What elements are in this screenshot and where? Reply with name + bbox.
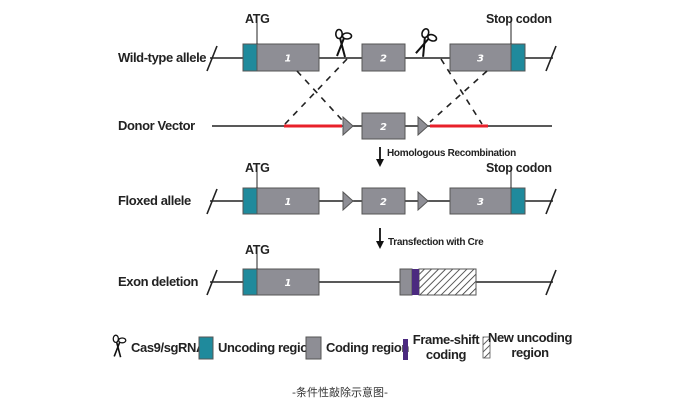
atg-label: ATG: [245, 12, 270, 26]
crossover-dash: [440, 58, 483, 125]
legend-label-uncoding: Uncoding region: [218, 340, 316, 355]
loxp-site: [417, 190, 429, 212]
exon-2-label: 2: [380, 122, 387, 133]
exon-1: [256, 43, 320, 72]
uncoding-region-5prime: [242, 43, 258, 72]
exon-3-remnant: [399, 268, 413, 296]
uncoding-region-3prime: [510, 187, 526, 215]
atg-label: ATG: [245, 243, 270, 257]
break-mark-left: [206, 269, 218, 296]
row-floxed: Floxed allele 1 2 3 ATG Stop codon: [118, 161, 557, 215]
figure-caption: -条件性敲除示意图-: [292, 385, 388, 399]
loxp-site: [417, 115, 429, 137]
stop-codon-label: Stop codon: [486, 161, 552, 175]
row-exon-deletion: Exon deletion 1 ATG: [118, 243, 557, 296]
down-arrow-head-icon: [376, 241, 384, 249]
row-donor-vector: Donor Vector 2: [118, 112, 552, 140]
legend-item-new-uncoding: New uncoding region: [482, 330, 573, 360]
frameshift-swatch: [403, 339, 408, 360]
legend-label-new-uncoding-1: New uncoding: [488, 330, 572, 345]
crossover-dash: [284, 58, 348, 125]
exon-2: [361, 43, 406, 72]
atg-label: ATG: [245, 161, 270, 175]
exon-1: [256, 268, 320, 296]
exon-3-label: 3: [477, 197, 484, 208]
step-homologous-recombination: Homologous Recombination: [376, 147, 516, 167]
legend: Cas9/sgRNA Uncoding region Coding region…: [112, 330, 573, 362]
crossover-dash: [429, 70, 488, 123]
row-wild-type: Wild-type allele 1 2 3 ATG Stop codon: [118, 12, 557, 72]
crossover-dash: [296, 70, 343, 121]
break-mark-right: [545, 188, 557, 215]
crossover-lines: [284, 58, 488, 125]
exon-1-label: 1: [285, 278, 292, 289]
row-label-deletion: Exon deletion: [118, 274, 198, 289]
legend-item-frameshift: Frame-shift coding: [403, 332, 481, 362]
row-label-floxed: Floxed allele: [118, 193, 191, 208]
down-arrow-head-icon: [376, 159, 384, 167]
exon-1: [256, 187, 320, 215]
row-label-donor: Donor Vector: [118, 118, 195, 133]
uncoding-swatch: [198, 336, 214, 360]
exon-1-label: 1: [285, 197, 292, 208]
exon-3: [449, 43, 512, 72]
uncoding-region-5prime: [242, 187, 258, 215]
scissors-icon: [334, 28, 353, 58]
step-label: Homologous Recombination: [387, 148, 516, 159]
loxp-site: [342, 115, 354, 137]
exon-1-label: 1: [285, 54, 292, 65]
frameshift-coding: [412, 269, 419, 295]
break-mark-right: [545, 45, 557, 72]
break-mark-left: [206, 188, 218, 215]
stop-codon-label: Stop codon: [486, 12, 552, 26]
legend-item-cas9: Cas9/sgRNA: [112, 334, 206, 359]
legend-label-frameshift-2: coding: [426, 347, 467, 362]
step-transfection-cre: Transfection with Cre: [376, 228, 484, 249]
exon-2-label: 2: [380, 197, 387, 208]
break-mark-right: [545, 269, 557, 296]
exon-2-label: 2: [380, 54, 387, 65]
exon-2: [361, 187, 406, 215]
exon-3: [449, 187, 512, 215]
row-label-wild-type: Wild-type allele: [118, 50, 206, 65]
loxp-site: [342, 190, 354, 212]
step-label: Transfection with Cre: [388, 237, 484, 248]
legend-label-new-uncoding-2: region: [511, 345, 549, 360]
new-uncoding-region: [418, 268, 477, 296]
uncoding-region-3prime: [510, 43, 526, 72]
scissors-icon: [413, 26, 440, 61]
uncoding-region-5prime: [242, 268, 258, 296]
exon-2: [361, 112, 406, 140]
legend-item-coding: Coding region: [305, 336, 410, 360]
legend-label-cas9: Cas9/sgRNA: [131, 340, 206, 355]
scissors-icon: [112, 334, 127, 359]
legend-label-coding: Coding region: [326, 340, 409, 355]
exon-3-label: 3: [477, 54, 484, 65]
legend-item-uncoding: Uncoding region: [198, 336, 316, 360]
hatch-swatch: [482, 336, 491, 359]
legend-label-frameshift-1: Frame-shift: [413, 332, 480, 347]
coding-swatch: [305, 336, 322, 360]
break-mark-left: [206, 45, 218, 72]
